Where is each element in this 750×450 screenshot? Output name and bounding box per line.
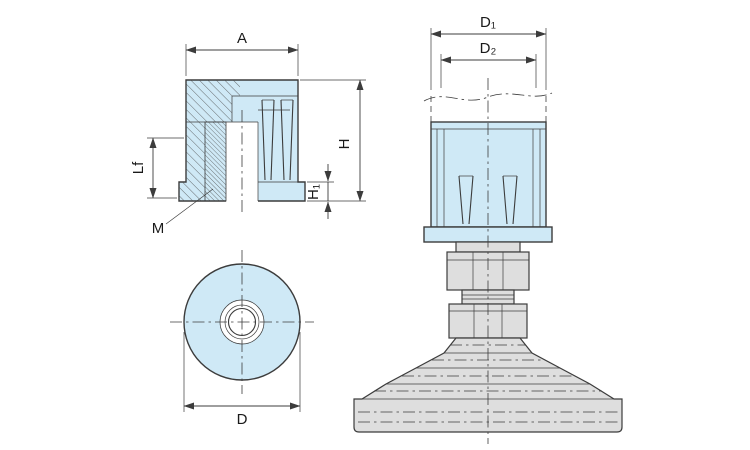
dimension-d: D — [183, 332, 301, 428]
dim-label-d1: D₁ — [480, 14, 496, 31]
leveling-foot — [353, 241, 623, 433]
dimension-d2: D₂ — [440, 40, 537, 88]
dim-label-d2: D₂ — [480, 40, 497, 57]
dimension-h: H — [300, 79, 366, 202]
dim-label-h: H — [336, 139, 353, 150]
dim-label-h1: H₁ — [305, 184, 322, 200]
dim-label-a: A — [237, 30, 247, 47]
thread-callout-label: M — [152, 220, 165, 237]
dimension-d1: D₁ — [430, 14, 547, 90]
internal-details — [231, 95, 298, 181]
dimension-h1: H₁ — [305, 164, 334, 219]
section-view: A H H₁ Lf M — [130, 30, 366, 237]
cap-slots — [458, 175, 518, 225]
dim-label-d: D — [237, 411, 248, 428]
dimension-a: A — [185, 30, 299, 76]
side-view: D₁ D₂ — [353, 14, 623, 444]
thread-callout: M — [152, 188, 214, 237]
thread-section — [204, 121, 227, 202]
phantom-break-lines — [423, 92, 553, 122]
dim-label-lf: Lf — [130, 161, 147, 174]
cap-side — [423, 121, 553, 243]
section-hatch-areas — [179, 80, 240, 201]
top-view: D — [170, 250, 314, 428]
dimension-lf: Lf — [130, 137, 184, 199]
cap-body — [430, 121, 547, 228]
